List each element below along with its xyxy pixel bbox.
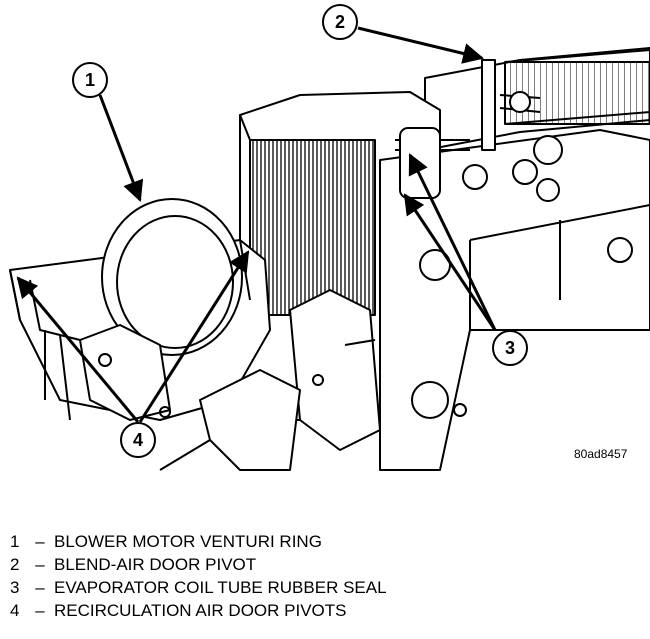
- callout-2: 2: [322, 4, 358, 40]
- legend-text: BLEND-AIR DOOR PIVOT: [54, 555, 257, 574]
- legend-number: 2: [10, 555, 20, 574]
- leader-line-2: [357, 26, 485, 64]
- legend-separator: –: [35, 601, 45, 620]
- figure-code: 80ad8457: [574, 447, 628, 461]
- leader-line-4a: [16, 276, 140, 423]
- callout-4-number: 4: [133, 430, 143, 450]
- leader-line-1: [98, 94, 144, 202]
- recirc-door-pivots: [79, 289, 381, 451]
- callout-3: 3: [492, 330, 528, 366]
- right-housing: [379, 129, 650, 471]
- legend-number: 4: [10, 601, 20, 620]
- legend-text: BLOWER MOTOR VENTURI RING: [54, 532, 322, 551]
- legend-item: 4–RECIRCULATION AIR DOOR PIVOTS: [10, 599, 610, 622]
- legend: 1–BLOWER MOTOR VENTURI RING 2–BLEND-AIR …: [10, 530, 610, 622]
- legend-number: 3: [10, 578, 20, 597]
- callout-1: 1: [72, 62, 108, 98]
- legend-text: EVAPORATOR COIL TUBE RUBBER SEAL: [54, 578, 387, 597]
- leader-line-4b: [138, 250, 250, 423]
- lower-duct: [159, 369, 301, 471]
- callout-2-number: 2: [335, 12, 345, 32]
- callout-3-number: 3: [505, 338, 515, 358]
- legend-item: 3–EVAPORATOR COIL TUBE RUBBER SEAL: [10, 576, 610, 599]
- legend-separator: –: [35, 532, 45, 551]
- hvac-housing-diagram: 1 2 3 4: [9, 4, 650, 471]
- callout-1-number: 1: [85, 70, 95, 90]
- legend-item: 2–BLEND-AIR DOOR PIVOT: [10, 553, 610, 576]
- legend-separator: –: [35, 578, 45, 597]
- legend-number: 1: [10, 532, 20, 551]
- legend-text: RECIRCULATION AIR DOOR PIVOTS: [54, 601, 347, 620]
- legend-item: 1–BLOWER MOTOR VENTURI RING: [10, 530, 610, 553]
- leader-line-3b: [403, 193, 497, 331]
- callout-4: 4: [120, 422, 156, 458]
- legend-separator: –: [35, 555, 45, 574]
- leader-line-3a: [408, 153, 497, 331]
